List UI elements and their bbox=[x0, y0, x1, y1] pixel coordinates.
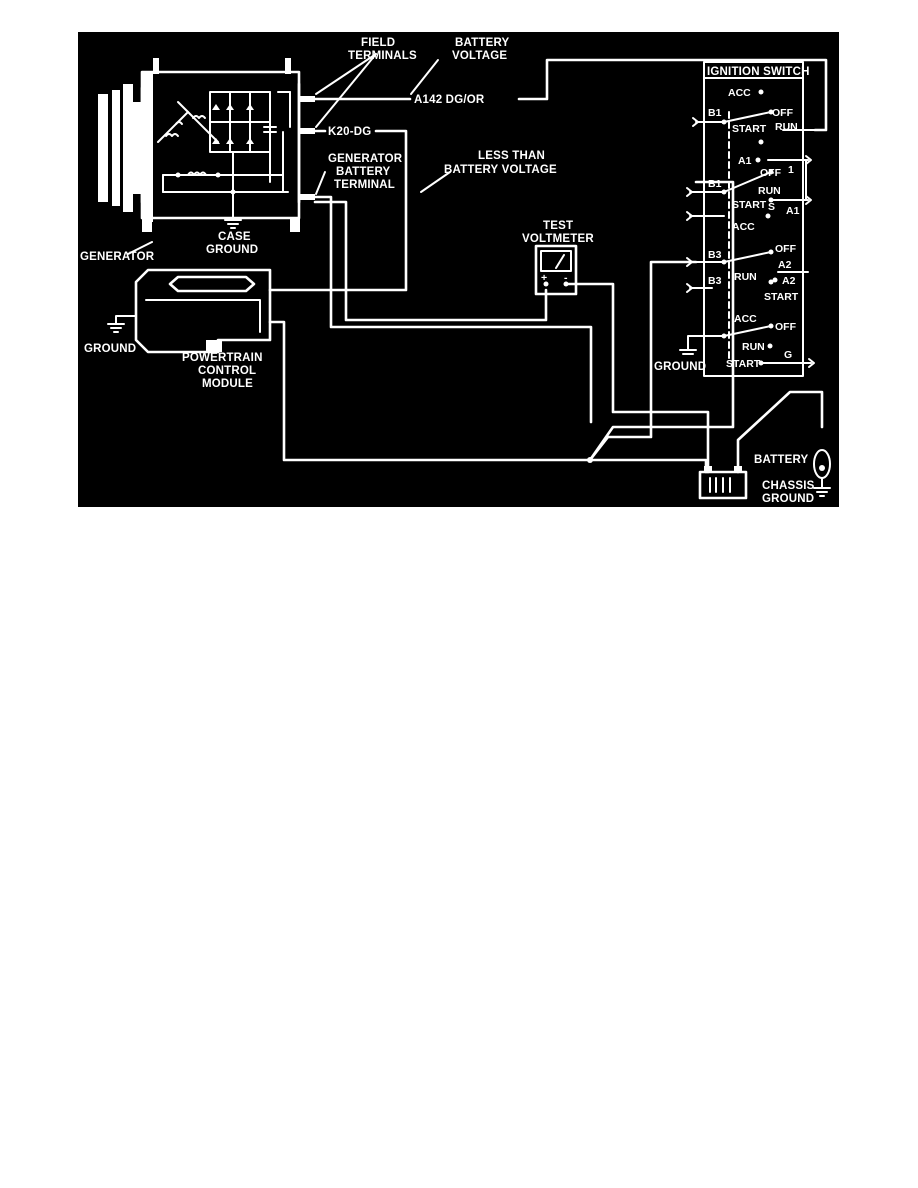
label-chassis-ground-2: GROUND bbox=[762, 493, 814, 505]
label-less-than-2: BATTERY VOLTAGE bbox=[444, 164, 557, 176]
switch-s2-a1-b: A1 bbox=[786, 205, 800, 217]
labels: FIELD TERMINALS BATTERY VOLTAGE A142 DG/… bbox=[80, 37, 815, 505]
meter-negative-terminal bbox=[563, 281, 569, 287]
wire-a142-right bbox=[517, 58, 828, 132]
switch-s2-terminal: B1 bbox=[708, 178, 722, 190]
switch-s3-b3: B3 bbox=[708, 275, 722, 287]
label-test-voltmeter-1: TEST bbox=[543, 220, 573, 232]
test-voltmeter bbox=[534, 244, 578, 296]
switch-s1-terminal: B1 bbox=[708, 107, 722, 119]
switch-s2-start: START bbox=[732, 199, 767, 211]
generator bbox=[98, 58, 315, 232]
label-field-terminals-1: FIELD bbox=[361, 37, 395, 49]
switch-s2-run: RUN bbox=[758, 185, 781, 197]
switch-s2-a1: A1 bbox=[738, 155, 752, 167]
label-pcm-2: CONTROL bbox=[198, 365, 256, 377]
field-terminal-1 bbox=[299, 96, 315, 102]
label-ground-switch: GROUND bbox=[654, 361, 706, 373]
meter-positive-terminal bbox=[543, 281, 549, 287]
wire-meter-negative bbox=[564, 282, 710, 474]
label-battery-voltage-1: BATTERY bbox=[455, 37, 510, 49]
switch-s4-run: RUN bbox=[742, 341, 765, 353]
label-case-ground-2: GROUND bbox=[206, 244, 258, 256]
switch-s3-off: OFF bbox=[775, 243, 797, 255]
field-terminal-2 bbox=[299, 128, 315, 134]
label-meter-plus: + bbox=[541, 272, 547, 284]
label-a142-wire: A142 DG/OR bbox=[414, 94, 485, 106]
switch-s2-1: 1 bbox=[788, 164, 794, 176]
charging-system-wiring-diagram: FIELD TERMINALS BATTERY VOLTAGE A142 DG/… bbox=[78, 32, 839, 507]
label-gen-batt-term-3: TERMINAL bbox=[334, 179, 395, 191]
label-battery-voltage-2: VOLTAGE bbox=[452, 50, 507, 62]
switch-s3-a2-b: A2 bbox=[782, 275, 796, 287]
ignition-switch bbox=[679, 61, 816, 377]
switch-s2-acc: ACC bbox=[732, 221, 755, 233]
label-battery: BATTERY bbox=[754, 454, 809, 466]
switch-s1-off: OFF bbox=[772, 107, 794, 119]
wire-k20-dg bbox=[268, 129, 408, 292]
chassis-ground-symbol bbox=[813, 449, 831, 497]
switch-s2-s: S bbox=[768, 201, 775, 213]
switch-s4-acc: ACC bbox=[734, 313, 757, 325]
wires bbox=[268, 58, 828, 474]
label-chassis-ground-1: CHASSIS bbox=[762, 480, 815, 492]
switch-s2-off: OFF bbox=[760, 167, 782, 179]
switch-s4-start: START bbox=[726, 358, 761, 370]
ignition-switch-title: IGNITION SWITCH bbox=[707, 66, 810, 78]
switch-s3-run: RUN bbox=[734, 271, 757, 283]
wire-pcm-to-battery bbox=[268, 320, 592, 462]
label-k20-wire: K20-DG bbox=[328, 126, 371, 138]
wire-to-switch-b1 bbox=[588, 180, 735, 462]
switch-s4-off: OFF bbox=[775, 321, 797, 333]
leader-lines bbox=[127, 53, 451, 255]
case-ground-symbol bbox=[224, 211, 242, 229]
diagram-canvas: FIELD TERMINALS BATTERY VOLTAGE A142 DG/… bbox=[78, 32, 839, 507]
battery bbox=[698, 466, 748, 500]
label-gen-batt-term-2: BATTERY bbox=[336, 166, 391, 178]
wire-gen-batt-to-meter bbox=[313, 200, 548, 322]
label-less-than-1: LESS THAN bbox=[478, 150, 545, 162]
generator-pulley bbox=[98, 72, 153, 222]
label-pcm-3: MODULE bbox=[202, 378, 253, 390]
switch-s1-acc: ACC bbox=[728, 87, 751, 99]
label-field-terminals-2: TERMINALS bbox=[348, 50, 417, 62]
powertrain-control-module bbox=[107, 268, 272, 354]
switch-s1-start: START bbox=[732, 123, 767, 135]
switch-s3-terminal: B3 bbox=[708, 249, 722, 261]
switch-s3-start: START bbox=[764, 291, 799, 303]
label-pcm-1: POWERTRAIN bbox=[182, 352, 263, 364]
wire-battery-to-chassis bbox=[736, 390, 824, 474]
generator-internal-circuit bbox=[157, 91, 291, 213]
switch-s1-run: RUN bbox=[775, 121, 798, 133]
wire-gen-batt-to-battery bbox=[313, 195, 593, 424]
label-case-ground-1: CASE bbox=[218, 231, 251, 243]
label-generator: GENERATOR bbox=[80, 251, 155, 263]
switch-s3-a2: A2 bbox=[778, 259, 792, 271]
ignition-switch-box bbox=[703, 61, 804, 377]
switch-s4-g: G bbox=[784, 349, 792, 361]
label-ground-pcm: GROUND bbox=[84, 343, 136, 355]
label-gen-batt-term-1: GENERATOR bbox=[328, 153, 403, 165]
label-test-voltmeter-2: VOLTMETER bbox=[522, 233, 594, 245]
label-meter-minus: - bbox=[564, 272, 568, 284]
generator-battery-terminal bbox=[299, 194, 315, 200]
wire-to-switch-b3 bbox=[588, 260, 698, 462]
